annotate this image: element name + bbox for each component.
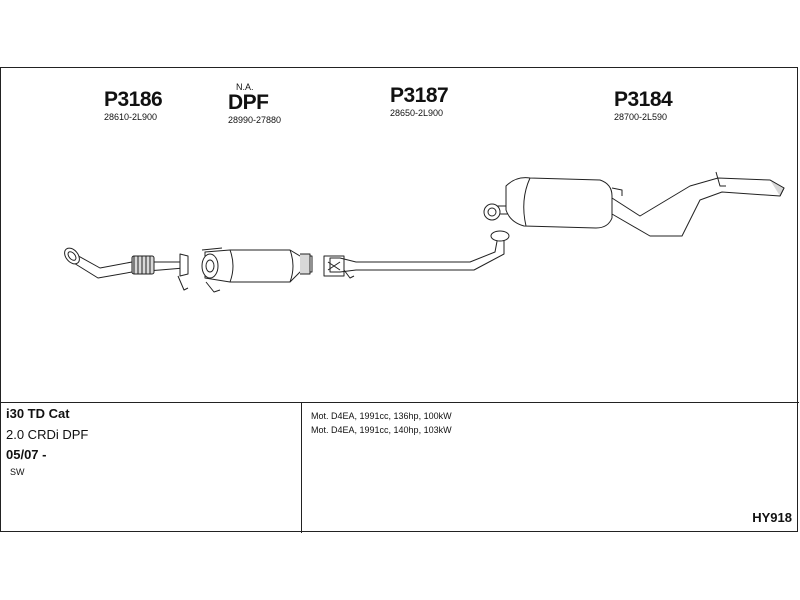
part-note: N.A. [236, 82, 254, 92]
part-number: P3186 [104, 88, 163, 111]
vertical-divider [301, 402, 302, 533]
motor-spec: Mot. D4EA, 1991cc, 136hp, 100kW [311, 411, 452, 421]
part-oem-code: 28700-2L590 [614, 112, 668, 122]
system-code: HY918 [752, 510, 792, 525]
part-oem-code: 28990-27880 [228, 115, 282, 125]
horizontal-divider [1, 402, 799, 403]
part-label-front-pipe[interactable]: P3186 28610-2L900 [104, 88, 163, 123]
vehicle-date: 05/07 - [6, 447, 47, 462]
part-oem-code: 28610-2L900 [104, 112, 158, 122]
motor-spec: Mot. D4EA, 1991cc, 140hp, 103kW [311, 425, 452, 435]
front-pipe-drawing [64, 247, 189, 291]
vehicle-model: i30 TD Cat [6, 406, 70, 421]
part-label-rear-silencer[interactable]: P3184 28700-2L590 [614, 88, 673, 123]
part-number: P3187 [390, 84, 449, 107]
part-number: P3184 [614, 88, 673, 111]
part-label-middle-pipe[interactable]: P3187 28650-2L900 [390, 84, 449, 119]
part-oem-code: 28650-2L900 [390, 108, 444, 118]
dpf-drawing [201, 247, 313, 293]
middle-pipe-drawing [323, 230, 510, 279]
part-label-dpf[interactable]: N.A. DPF 28990-27880 [228, 82, 282, 126]
vehicle-engine: 2.0 CRDi DPF [6, 427, 89, 442]
part-number: DPF [228, 91, 269, 114]
rear-silencer-drawing [483, 171, 785, 237]
diagram-frame [0, 67, 799, 533]
vehicle-body-type: SW [10, 467, 25, 477]
